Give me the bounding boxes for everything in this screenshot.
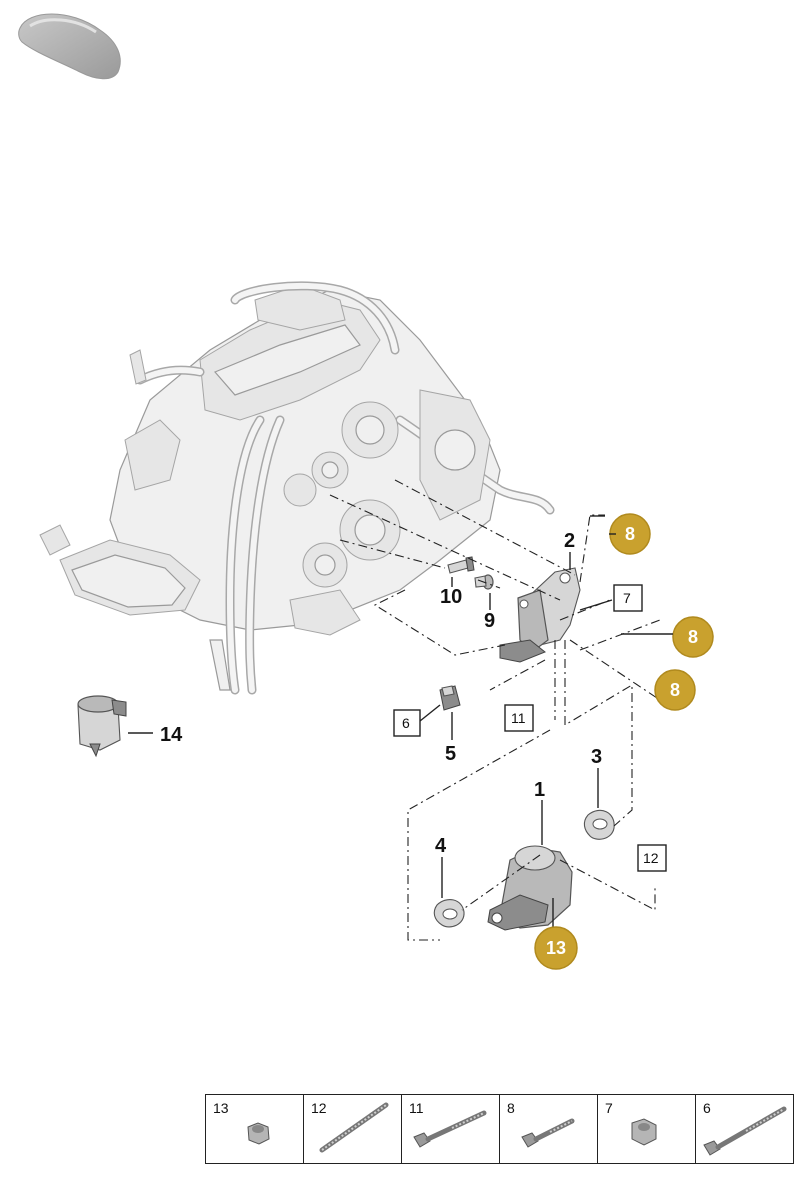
gold-badge-8-b[interactable]: 8 <box>672 616 714 658</box>
callout-9: 9 <box>484 610 495 632</box>
callout-10: 10 <box>440 586 462 608</box>
rubber-part-5 <box>439 685 461 711</box>
svg-text:7: 7 <box>623 590 631 606</box>
svg-text:11: 11 <box>511 710 526 726</box>
callout-2: 2 <box>564 530 575 552</box>
legend-label: 13 <box>213 1100 229 1116</box>
leader-lines <box>128 515 613 930</box>
callout-3: 3 <box>591 746 602 768</box>
boxed-ref-12: 12 <box>637 844 667 872</box>
legend-label: 12 <box>311 1100 327 1116</box>
svg-text:6: 6 <box>402 715 410 731</box>
bolt-icon <box>703 1106 787 1156</box>
svg-text:8: 8 <box>625 524 635 544</box>
callout-4: 4 <box>435 835 447 857</box>
legend-cell-13[interactable]: 13 <box>206 1095 304 1163</box>
legend-cell-8[interactable]: 8 <box>500 1095 598 1163</box>
callout-1: 1 <box>534 779 545 801</box>
legend-cell-12[interactable]: 12 <box>304 1095 402 1163</box>
nut-icon <box>631 1118 657 1146</box>
gold-badge-13[interactable]: 13 <box>534 926 578 970</box>
svg-text:8: 8 <box>688 627 698 647</box>
legend-label: 11 <box>409 1100 424 1116</box>
svg-text:8: 8 <box>670 680 680 700</box>
nut-icon <box>247 1122 270 1145</box>
legend-cell-6[interactable]: 6 <box>696 1095 793 1163</box>
bolt-icon <box>413 1110 487 1148</box>
boxed-ref-7: 7 <box>613 584 643 612</box>
legend-label: 6 <box>703 1100 711 1116</box>
legend-cell-11[interactable]: 11 <box>402 1095 500 1163</box>
washer-part-3 <box>583 809 615 840</box>
svg-text:12: 12 <box>643 850 659 866</box>
stud-icon <box>319 1102 389 1153</box>
mount-part-1 <box>487 845 573 931</box>
bracket-part-2 <box>499 567 581 663</box>
bolt-part-10 <box>447 556 475 574</box>
boxed-ref-6: 6 <box>393 709 421 737</box>
bolt-icon <box>521 1118 575 1148</box>
boxed-ref-11: 11 <box>504 704 534 732</box>
legend-label: 7 <box>605 1100 613 1116</box>
legend-label: 8 <box>507 1100 515 1116</box>
callout-14: 14 <box>160 724 183 746</box>
hardware-legend-table: 13 12 11 8 7 6 <box>205 1094 794 1164</box>
engine-assembly <box>39 281 555 695</box>
washer-part-4 <box>433 899 465 928</box>
washer-part-9 <box>474 574 494 590</box>
assembly-lines <box>329 479 661 941</box>
car-thumbnail-icon <box>18 13 121 80</box>
legend-cell-7[interactable]: 7 <box>598 1095 696 1163</box>
gold-badge-8-c[interactable]: 8 <box>654 669 696 711</box>
callout-5: 5 <box>445 743 456 765</box>
engine-mount-part-14 <box>77 695 127 758</box>
svg-text:13: 13 <box>546 938 566 958</box>
